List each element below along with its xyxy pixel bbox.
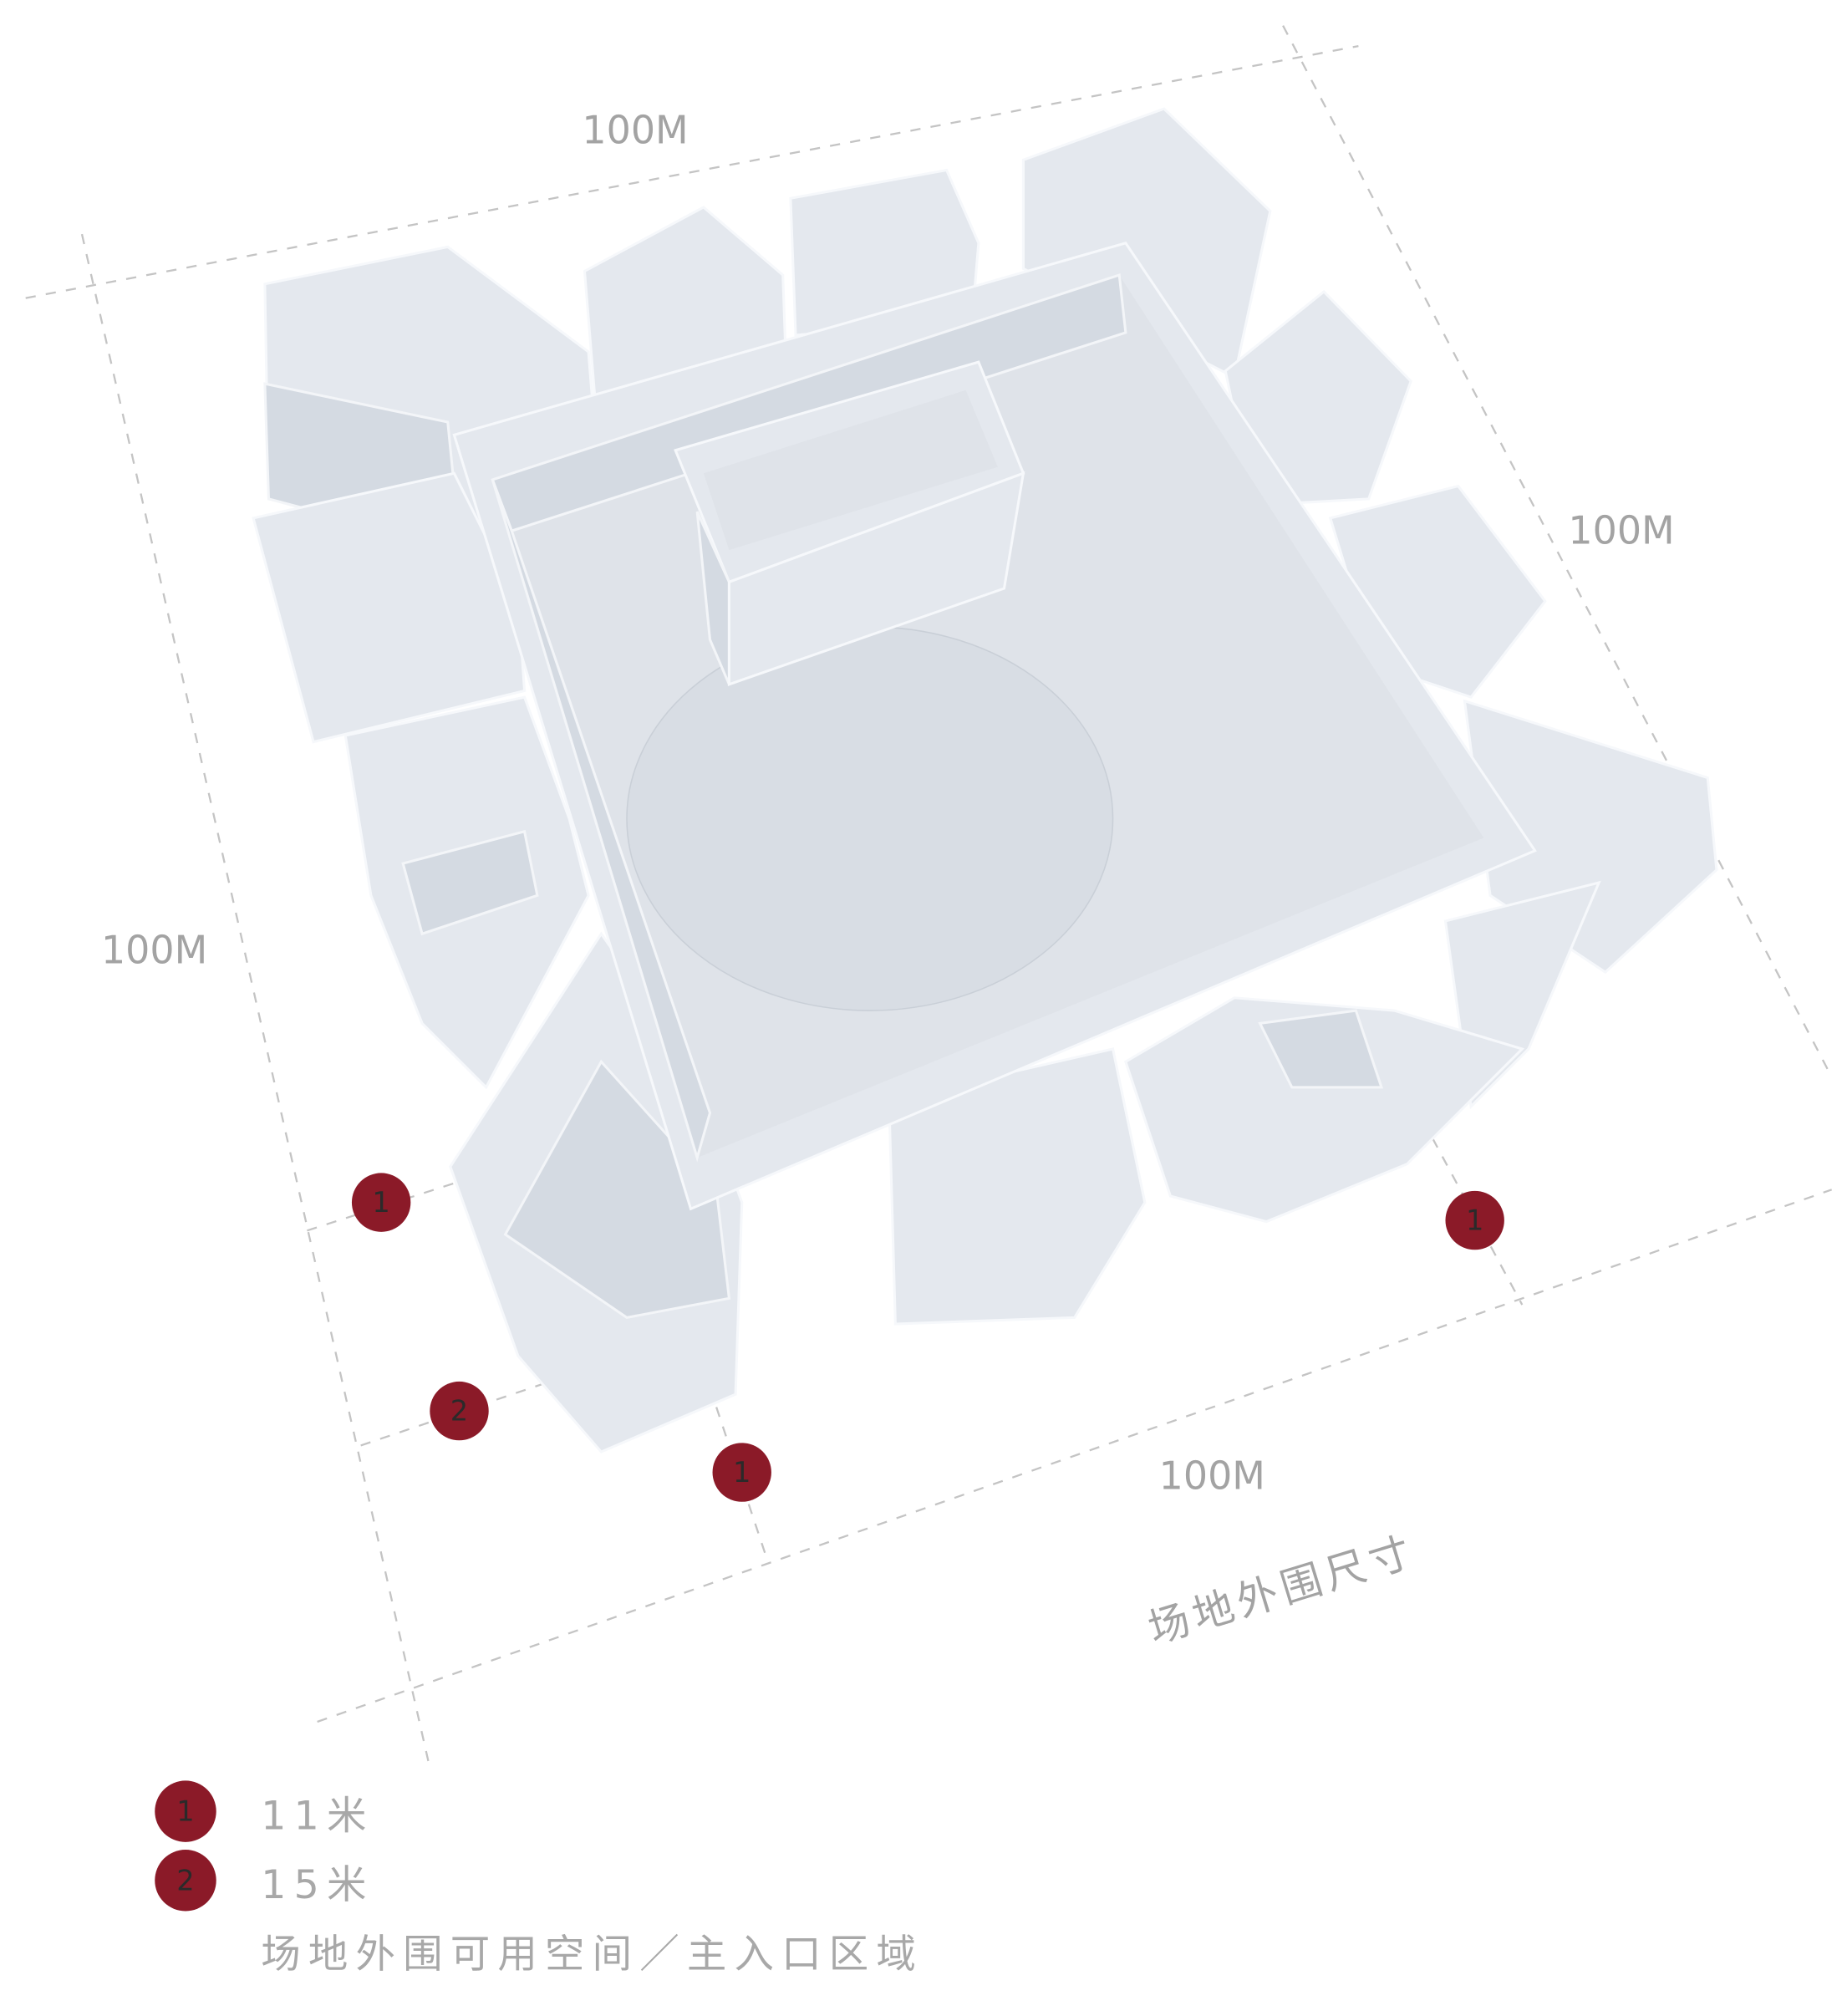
legend-note: 场地外围可用空间／主入口区域 [261, 1932, 924, 1978]
dimension-bottom: 100M [1159, 1453, 1265, 1498]
boundary-dashed-lines [25, 25, 1833, 1769]
site-perimeter-caption: 场地外围尺寸 [1142, 1527, 1421, 1653]
svg-text:2: 2 [450, 1395, 468, 1428]
dimension-right: 100M [1568, 507, 1674, 552]
marker-2: 2 [430, 1381, 489, 1441]
dimension-top: 100M [582, 107, 688, 152]
svg-text:1: 1 [372, 1186, 389, 1219]
marker-1b: 1 [1445, 1190, 1504, 1250]
entrance-markers: 1 1 2 1 [351, 1173, 1504, 1502]
svg-text:1: 1 [733, 1456, 751, 1489]
legend-label-1: 11米 [261, 1794, 374, 1840]
legend: 1 11米 2 15米 场地外围可用空间／主入口区域 [155, 1780, 924, 1978]
legend-item-2: 2 15米 [155, 1850, 374, 1912]
svg-text:1: 1 [176, 1795, 194, 1828]
legend-item-1: 1 11米 [155, 1780, 374, 1842]
building-model [252, 107, 1718, 1453]
marker-1a: 1 [351, 1173, 411, 1232]
svg-text:2: 2 [176, 1864, 194, 1896]
dimension-left: 100M [101, 927, 207, 972]
svg-text:1: 1 [1466, 1204, 1483, 1237]
marker-1c: 1 [712, 1443, 771, 1502]
legend-label-2: 15米 [261, 1862, 374, 1908]
